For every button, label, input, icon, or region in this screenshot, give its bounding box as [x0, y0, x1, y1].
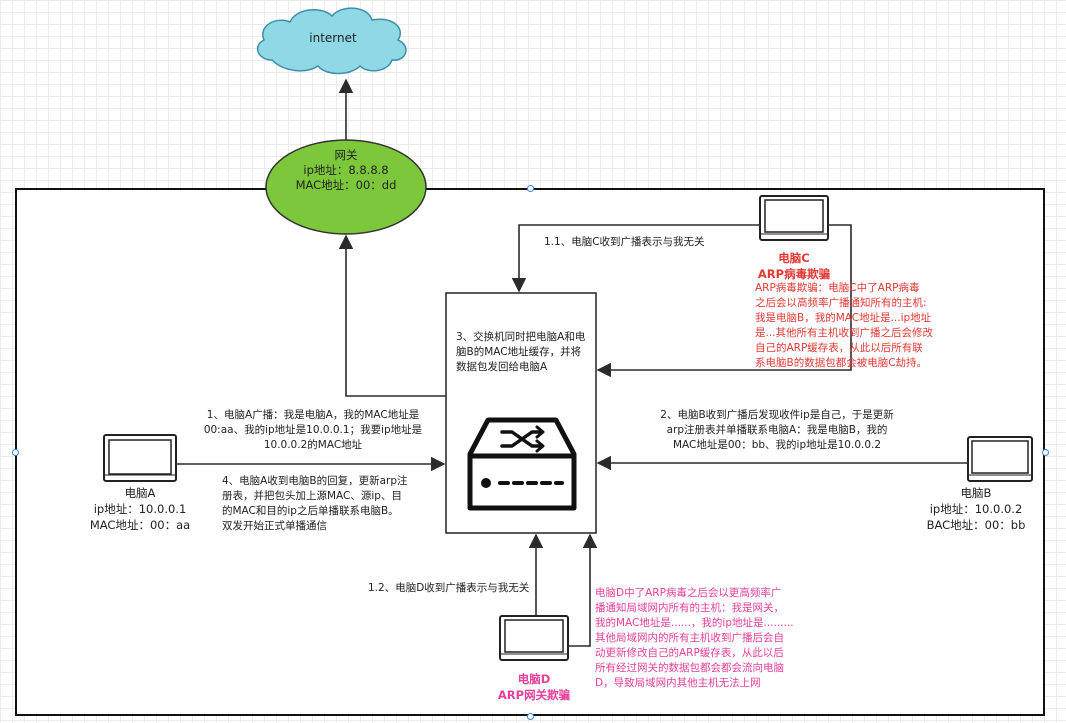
pc-b-mac: BAC地址：00：bb: [926, 518, 1026, 532]
pcc-to-switch-arrow: [596, 224, 852, 378]
step-2-note: 2、电脑B收到广播后发现收件ip是自己，于是更新 arp注册表并单播联系电脑A：…: [660, 409, 894, 451]
pc-a-name: 电脑A: [124, 486, 156, 500]
step-3-note: 3、交换机同时把电脑A和电 脑B的MAC地址缓存，并将 数据包发回给电脑A: [456, 331, 586, 373]
frame-handle-right[interactable]: [1042, 449, 1049, 456]
gateway-title: 网关: [334, 148, 358, 162]
pc-a-mac: MAC地址：00：aa: [89, 518, 191, 532]
frame-handle-bottom[interactable]: [527, 713, 534, 720]
switch-to-gateway-arrow: [338, 234, 446, 397]
pc-d-label: 电脑D ARP网关欺骗: [474, 671, 594, 703]
pc-a-label: 电脑A ip地址：10.0.0.1 MAC地址：00：aa: [80, 485, 200, 533]
step-1-2-note: 1.2、电脑D收到广播表示与我无关: [368, 582, 530, 594]
step-1-1-note: 1.1、电脑C收到广播表示与我无关: [544, 236, 705, 248]
gateway-label: 网关 ip地址：8.8.8.8 MAC地址：00：dd: [268, 148, 424, 193]
arp-c-explanation: ARP病毒欺骗：电脑C中了ARP病毒 之后会以高频率广播通知所有的主机: 我是电…: [755, 282, 934, 369]
pcd-to-switch-arrow: [568, 533, 598, 647]
monitor-a-icon: [103, 434, 177, 482]
pc-b-name: 电脑B: [960, 486, 992, 500]
monitor-d-icon: [499, 615, 569, 661]
monitor-c-icon: [759, 195, 829, 241]
pc-c-name: 电脑C: [778, 251, 810, 265]
step-1-note: 1、电脑A广播：我是电脑A，我的MAC地址是 00:aa、我的ip地址是10.0…: [203, 409, 423, 451]
internet-cloud: [256, 7, 407, 75]
frame-handle-left[interactable]: [12, 449, 19, 456]
step-4-note: 4、电脑A收到电脑B的回复，更新arp注 册表，并把包头加上源MAC、源ip、目…: [222, 475, 408, 532]
monitor-b-icon: [967, 436, 1033, 482]
pc-c-role: ARP病毒欺骗: [757, 267, 831, 281]
pc-b-ip: ip地址：10.0.0.2: [929, 502, 1023, 516]
gateway-ip: ip地址：8.8.8.8: [303, 163, 389, 177]
frame-handle-top[interactable]: [527, 185, 534, 192]
switch-icon: [467, 417, 577, 511]
pc-d-name: 电脑D: [517, 672, 551, 686]
pc-b-label: 电脑B ip地址：10.0.0.2 BAC地址：00：bb: [914, 485, 1038, 533]
gateway-mac: MAC地址：00：dd: [295, 178, 397, 192]
arp-d-explanation: 电脑D中了ARP病毒之后会以更高频率广 播通知局域网内所有的主机：我是网关， 我…: [595, 587, 794, 689]
pc-d-role: ARP网关欺骗: [497, 688, 571, 702]
pcc-broadcast-arrow: [511, 224, 760, 293]
internet-label: internet: [309, 31, 357, 45]
pc-a-ip: ip地址：10.0.0.1: [93, 502, 187, 516]
pc-c-label: 电脑C ARP病毒欺骗: [734, 250, 854, 282]
